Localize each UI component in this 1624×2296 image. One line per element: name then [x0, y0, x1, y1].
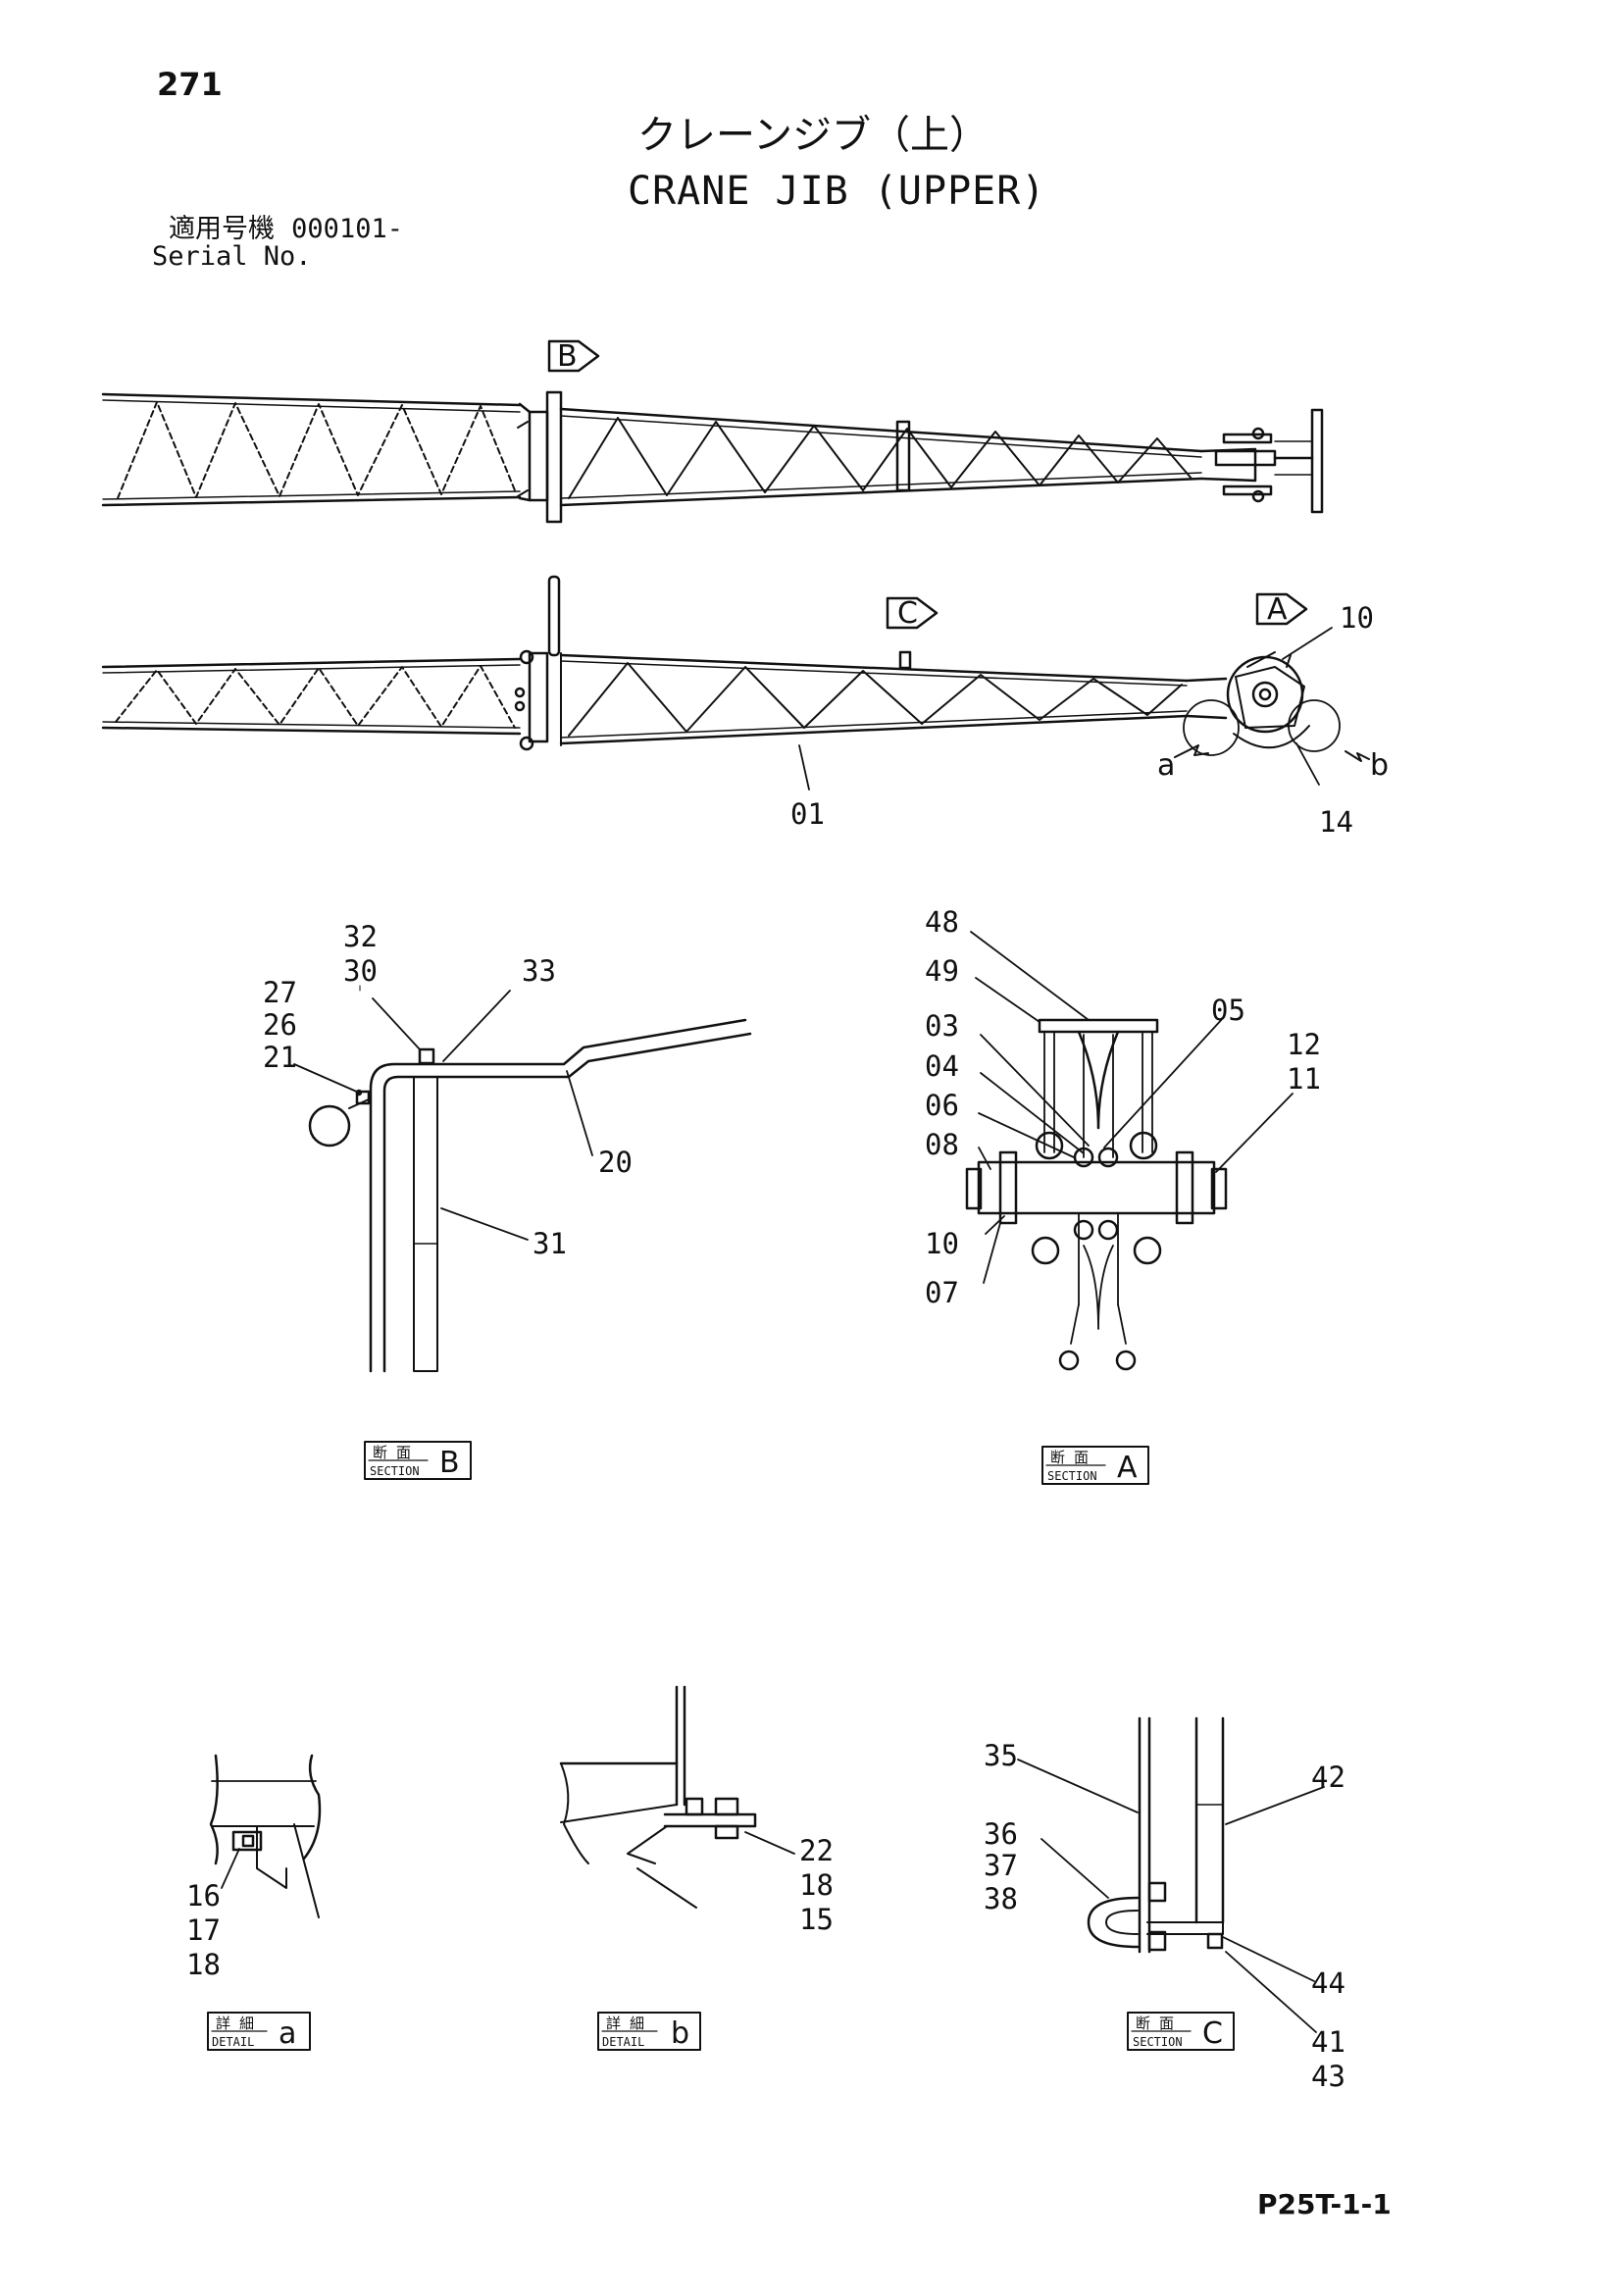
part-number: 05	[1211, 994, 1245, 1027]
caption-letter: C	[1202, 2016, 1223, 2051]
view-marker-a-label: A	[1267, 592, 1288, 627]
serial-label: 適用号機	[169, 214, 275, 244]
section-c-drawing	[1017, 1716, 1325, 2033]
part-number: 41	[1311, 2025, 1345, 2059]
view-marker-b: B	[547, 339, 600, 374]
part-number: 17	[186, 1913, 221, 1947]
caption-letter: b	[671, 2016, 689, 2051]
caption-kanji: 詳 細	[216, 2015, 254, 2032]
caption-english: SECTION	[1133, 2035, 1183, 2049]
part-number: 48	[925, 905, 959, 939]
part-number: 16	[186, 1879, 221, 1913]
caption-english: DETAIL	[212, 2035, 254, 2049]
caption-letter: B	[439, 1446, 460, 1480]
view-marker-c: C	[886, 596, 939, 631]
part-number: 44	[1311, 1966, 1345, 2000]
part-number: 42	[1311, 1760, 1345, 1794]
part-number: 10	[1340, 601, 1374, 635]
part-number: 26	[263, 1008, 297, 1042]
page-number: 271	[157, 66, 223, 103]
part-number: 08	[925, 1128, 959, 1161]
serial-label-english: Serial No.	[152, 241, 312, 272]
caption-section-a: 断 面 SECTION A	[1041, 1446, 1149, 1485]
part-number: 30	[343, 954, 378, 988]
part-number: 15	[799, 1903, 834, 1936]
part-number: 22	[799, 1834, 834, 1867]
part-number: 27	[263, 976, 297, 1009]
jib-top-view	[101, 390, 1324, 524]
part-number: 03	[925, 1009, 959, 1043]
part-number: 20	[598, 1146, 633, 1179]
part-number: 37	[984, 1849, 1018, 1882]
view-marker-c-label: C	[897, 596, 918, 631]
caption-kanji: 断 面	[1050, 1449, 1089, 1466]
arrow-label-a: a	[1157, 748, 1175, 783]
serial-value: 000101-	[291, 214, 403, 244]
caption-english: DETAIL	[602, 2035, 644, 2049]
part-number: 11	[1287, 1062, 1321, 1096]
caption-section-b: 断 面 SECTION B	[364, 1441, 472, 1480]
part-number: 43	[1311, 2060, 1345, 2093]
caption-detail-b: 詳 細 DETAIL b	[597, 2012, 701, 2051]
part-number: 06	[925, 1089, 959, 1122]
part-number: 35	[984, 1739, 1018, 1772]
view-marker-a: A	[1255, 592, 1308, 627]
part-number: 10	[925, 1227, 959, 1260]
part-number: 38	[984, 1882, 1018, 1915]
part-number: 14	[1319, 805, 1353, 839]
caption-letter: a	[279, 2016, 296, 2051]
part-number: 33	[522, 954, 556, 988]
detail-b-drawing	[559, 1685, 795, 1909]
view-marker-b-label: B	[557, 339, 578, 374]
serial-label-japanese: 適用号機 000101-	[169, 216, 403, 242]
section-b-drawing	[293, 985, 752, 1373]
arrow-label-b: b	[1370, 748, 1389, 783]
part-number: 49	[925, 954, 959, 988]
caption-kanji: 断 面	[1136, 2015, 1174, 2032]
caption-detail-a: 詳 細 DETAIL a	[207, 2012, 311, 2051]
part-number: 18	[186, 1948, 221, 1981]
part-number: 32	[343, 920, 378, 953]
part-number: 31	[533, 1227, 567, 1260]
part-number: 01	[790, 797, 825, 831]
caption-english: SECTION	[1047, 1469, 1097, 1483]
caption-letter: A	[1117, 1451, 1138, 1485]
part-number: 04	[925, 1049, 959, 1083]
title-english: CRANE JIB (UPPER)	[628, 169, 1046, 214]
drawing-code: P25T-1-1	[1257, 2188, 1392, 2220]
caption-kanji: 断 面	[373, 1444, 411, 1461]
part-number: 07	[925, 1276, 959, 1309]
caption-section-c: 断 面 SECTION C	[1127, 2012, 1235, 2051]
part-number: 36	[984, 1817, 1018, 1851]
part-number: 18	[799, 1868, 834, 1902]
caption-english: SECTION	[370, 1464, 420, 1478]
part-number: 21	[263, 1041, 297, 1074]
title-japanese: クレーンジブ（上）	[637, 113, 989, 158]
detail-a-drawing	[209, 1754, 322, 1918]
jib-side-view	[101, 575, 1370, 762]
part-number: 12	[1287, 1028, 1321, 1061]
caption-kanji: 詳 細	[606, 2015, 644, 2032]
section-a-drawing	[965, 931, 1294, 1371]
